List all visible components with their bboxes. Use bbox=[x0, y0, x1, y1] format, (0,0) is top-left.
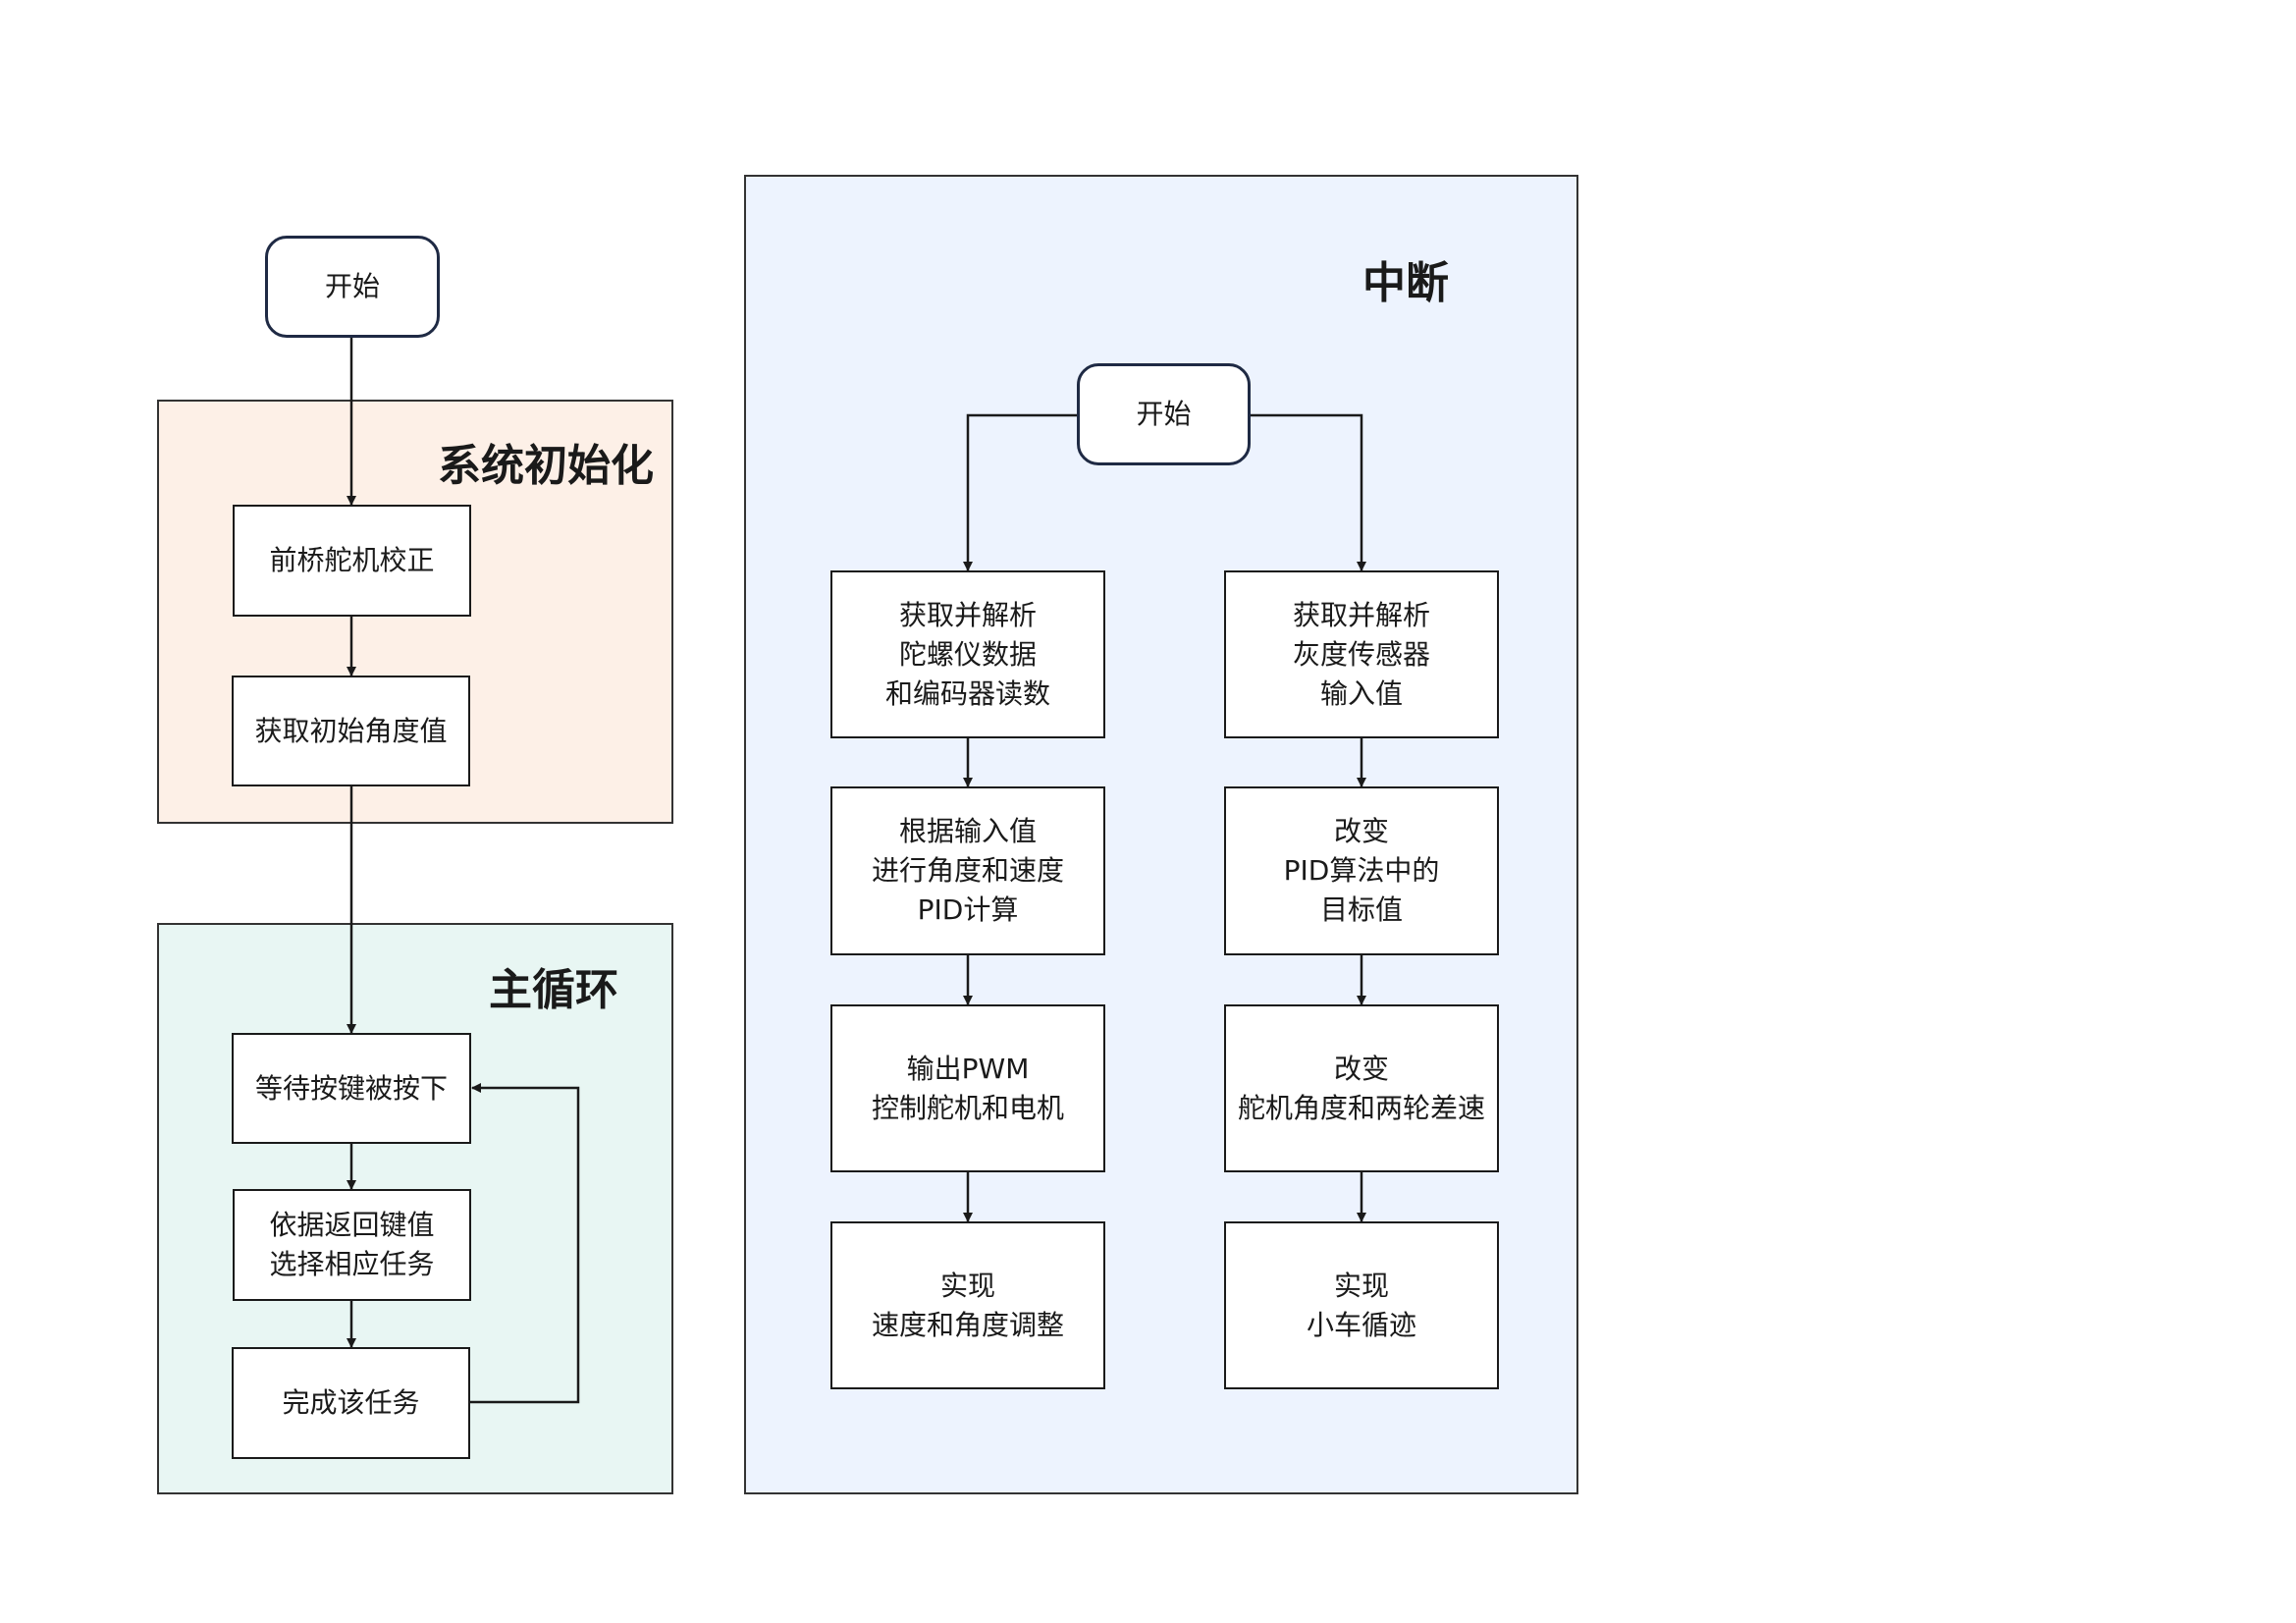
node-gray-sensor-parse: 获取并解析 灰度传感器 输入值 bbox=[1224, 570, 1499, 738]
group-title-main-loop: 主循环 bbox=[489, 965, 618, 1015]
node-pid-calculation: 根据输入值 进行角度和速度 PID计算 bbox=[830, 786, 1105, 955]
node-pid-target-change: 改变 PID算法中的 目标值 bbox=[1224, 786, 1499, 955]
node-pwm-output: 输出PWM 控制舵机和电机 bbox=[830, 1004, 1105, 1172]
node-gyro-encoder-parse: 获取并解析 陀螺仪数据 和编码器读数 bbox=[830, 570, 1105, 738]
node-speed-angle-adjust: 实现 速度和角度调整 bbox=[830, 1221, 1105, 1389]
start-node-interrupt: 开始 bbox=[1077, 363, 1251, 465]
group-title-interrupt: 中断 bbox=[1362, 258, 1449, 308]
node-wait-key-press: 等待按键被按下 bbox=[232, 1033, 471, 1144]
start-node-main: 开始 bbox=[265, 236, 440, 338]
node-servo-calibration: 前桥舵机校正 bbox=[233, 505, 471, 617]
node-complete-task: 完成该任务 bbox=[232, 1347, 470, 1459]
edge-complete-loop-back bbox=[470, 1083, 580, 1404]
node-get-initial-angle: 获取初始角度值 bbox=[232, 676, 470, 786]
node-select-task: 依据返回键值 选择相应任务 bbox=[233, 1189, 471, 1301]
group-title-system-init: 系统初始化 bbox=[438, 441, 654, 491]
node-line-following: 实现 小车循迹 bbox=[1224, 1221, 1499, 1389]
edge-int-start-to-gyro bbox=[963, 413, 1077, 571]
edge-int-start-to-gray bbox=[1251, 413, 1366, 571]
node-servo-differential: 改变 舵机角度和两轮差速 bbox=[1224, 1004, 1499, 1172]
